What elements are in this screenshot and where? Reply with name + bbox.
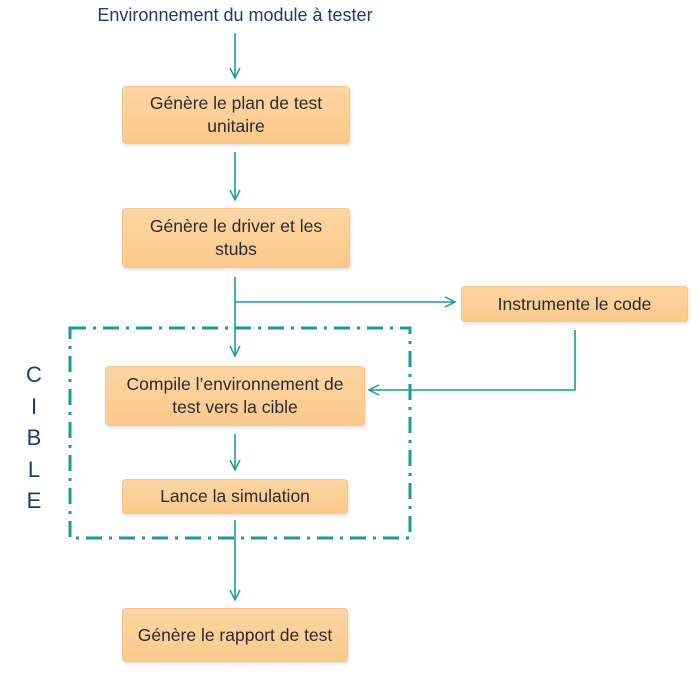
module-environment-label: Environnement du module à tester: [97, 5, 373, 25]
step-compile-environment: Compile l’environnement de test vers la …: [105, 366, 365, 426]
step-label: Instrumente le code: [497, 293, 652, 314]
cible-letter: C: [26, 362, 42, 387]
cible-group-frame: [68, 326, 412, 540]
cible-letter: I: [30, 393, 38, 419]
cible-letter: E: [26, 488, 42, 513]
step-label: Compile l’environnement de test vers la …: [126, 374, 344, 417]
step-run-simulation: Lance la simulation: [122, 479, 348, 514]
arrow-instrument-to-compile: [369, 330, 576, 390]
step-generate-report: Génère le rapport de test: [122, 608, 348, 662]
cible-letter: L: [27, 456, 41, 482]
step-instrument-code: Instrumente le code: [461, 286, 688, 322]
step-label: Génère le rapport de test: [137, 624, 333, 645]
step-generate-test-plan: Génère le plan de test unitaire: [122, 86, 350, 144]
cible-group-label: C I B L E: [22, 359, 46, 517]
step-label: Génère le plan de test unitaire: [149, 93, 323, 136]
step-label: Lance la simulation: [160, 486, 310, 506]
cible-letter: B: [26, 425, 42, 450]
step-label: Génère le driver et les stubs: [149, 216, 323, 259]
step-generate-driver-stubs: Génère le driver et les stubs: [122, 208, 350, 268]
